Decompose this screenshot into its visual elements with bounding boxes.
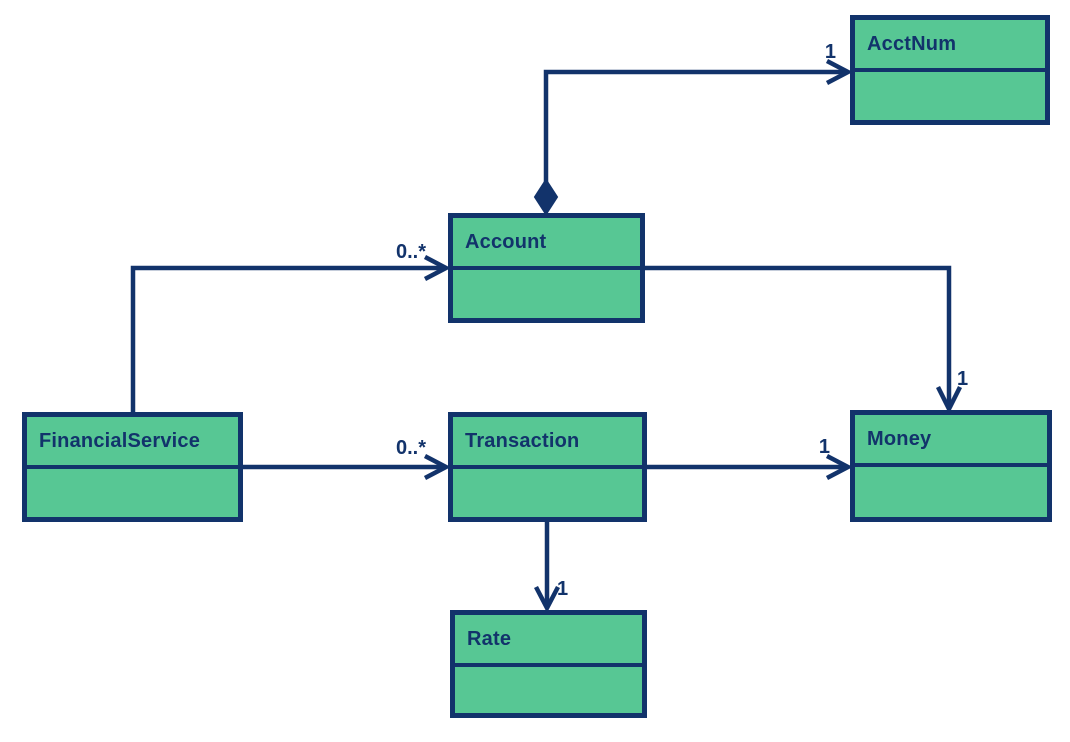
class-attributes-compartment bbox=[855, 467, 1047, 517]
multiplicity-label-account-acctnum: 1 bbox=[824, 41, 836, 63]
class-name-money: Money bbox=[867, 427, 932, 450]
connector-account-acctnum bbox=[543, 69, 846, 182]
class-box-rate: Rate bbox=[450, 610, 647, 718]
class-box-acctnum: AcctNum bbox=[850, 15, 1050, 125]
class-box-account: Account bbox=[448, 213, 645, 323]
multiplicity-label-transaction-rate: 1 bbox=[557, 578, 569, 600]
arrowhead-into-rate bbox=[534, 585, 560, 613]
arrowhead-into-money-top bbox=[935, 385, 963, 415]
class-title-compartment: Transaction bbox=[453, 417, 642, 469]
multiplicity-label-financialservice-account: 0..* bbox=[395, 241, 426, 263]
composition-diamond-account bbox=[533, 178, 559, 216]
class-name-acctnum: AcctNum bbox=[867, 32, 957, 55]
arrowhead-into-money-left bbox=[825, 454, 853, 480]
class-name-financialservice: FinancialService bbox=[39, 429, 201, 452]
class-box-financialservice: FinancialService bbox=[22, 412, 243, 522]
class-box-transaction: Transaction bbox=[448, 412, 647, 522]
class-attributes-compartment bbox=[27, 469, 238, 517]
class-title-compartment: AcctNum bbox=[855, 20, 1045, 72]
class-title-compartment: FinancialService bbox=[27, 417, 238, 469]
class-title-compartment: Money bbox=[855, 415, 1047, 467]
arrowhead-into-acctnum bbox=[825, 59, 853, 85]
multiplicity-label-account-money: 1 bbox=[957, 368, 969, 390]
connector-financialservice-account bbox=[130, 265, 444, 412]
class-name-account: Account bbox=[465, 230, 547, 253]
class-title-compartment: Account bbox=[453, 218, 640, 270]
class-attributes-compartment bbox=[855, 72, 1045, 120]
multiplicity-label-financialservice-transaction: 0..* bbox=[395, 437, 426, 459]
class-name-rate: Rate bbox=[467, 627, 512, 650]
class-attributes-compartment bbox=[453, 270, 640, 318]
multiplicity-label-transaction-money: 1 bbox=[818, 436, 830, 458]
class-attributes-compartment bbox=[453, 469, 642, 517]
connector-account-money bbox=[645, 265, 952, 407]
arrowhead-into-transaction bbox=[423, 454, 451, 480]
arrowhead-into-account bbox=[423, 255, 451, 281]
class-box-money: Money bbox=[850, 410, 1052, 522]
class-attributes-compartment bbox=[455, 667, 642, 713]
class-title-compartment: Rate bbox=[455, 615, 642, 667]
class-name-transaction: Transaction bbox=[465, 429, 580, 452]
